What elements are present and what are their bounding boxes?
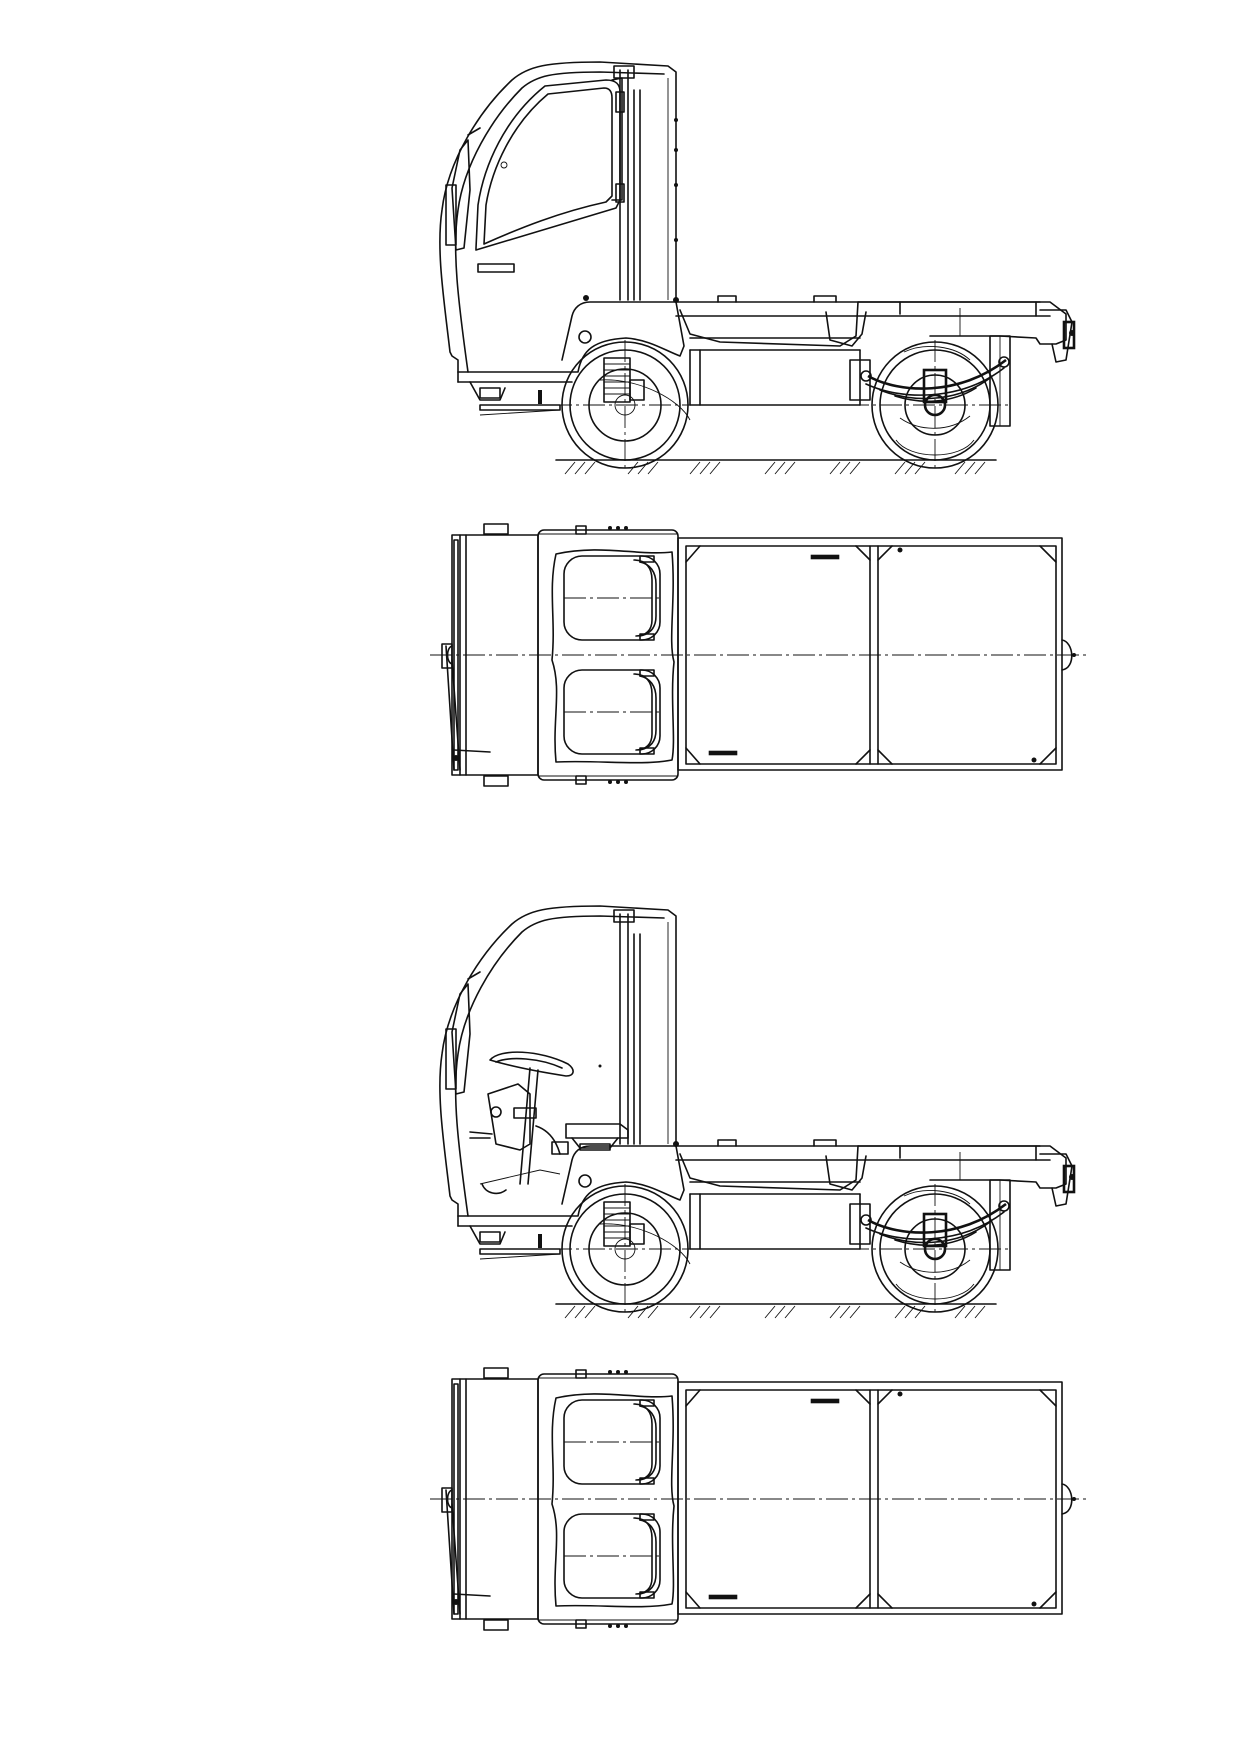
side-view-interior [438,904,1077,1320]
side-view-closed-cabin [438,60,1077,476]
top-view-2 [428,1366,1092,1632]
top-view-1 [428,522,1092,788]
